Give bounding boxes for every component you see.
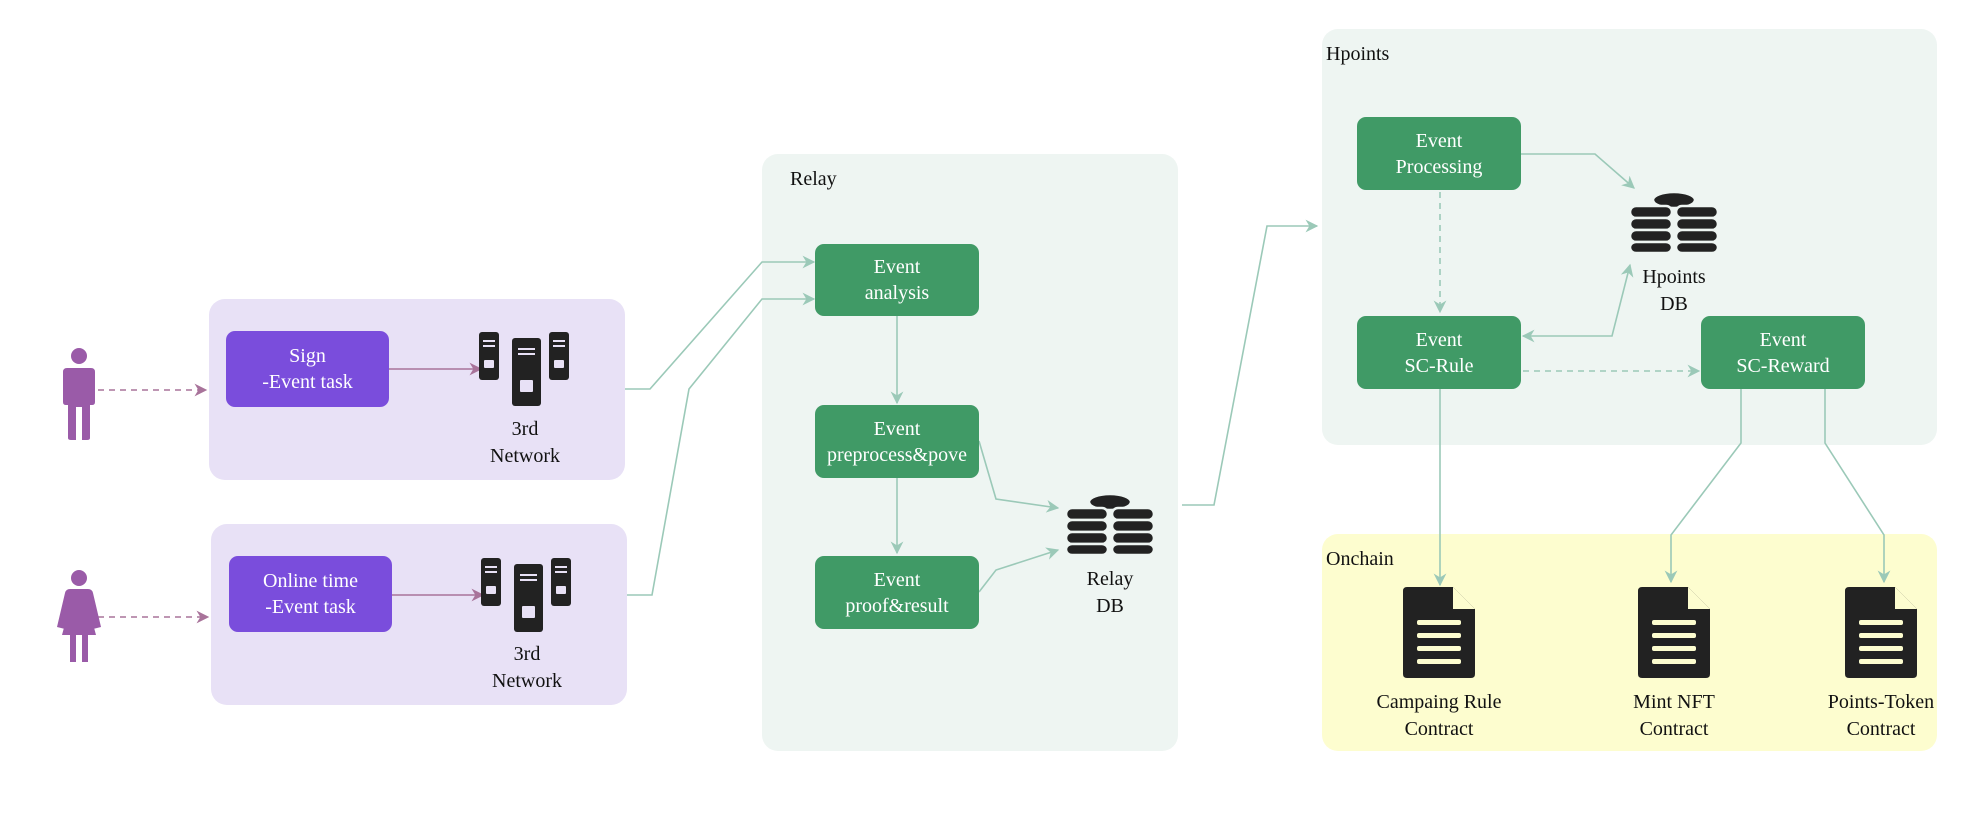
campaign-rule-contract-label: Campaing Rule Contract	[1376, 691, 1502, 740]
relay-group-label: Relay	[790, 168, 837, 190]
screward-to-pointstoken-arrow	[1824, 389, 1891, 584]
hpoints-group-label: Hpoints	[1326, 43, 1390, 65]
screward-to-mintnft-arrow	[1664, 389, 1742, 584]
relay-db-label: Relay DB	[1086, 568, 1134, 617]
document-icon	[1845, 587, 1917, 678]
server-rack-icon	[481, 558, 571, 632]
event-analysis-box[interactable]: Event analysis	[815, 244, 979, 316]
event-sc-rule-box[interactable]: Event SC-Rule	[1357, 316, 1521, 389]
points-token-contract-label: Points-Token Contract	[1827, 691, 1935, 740]
database-coins-icon	[1064, 492, 1156, 557]
proof-to-relaydb-arrow	[978, 547, 1060, 593]
male-person-icon	[63, 348, 95, 440]
online-time-event-task-box[interactable]: Online time -Event task	[229, 556, 392, 632]
document-icon	[1638, 587, 1710, 678]
database-coins-icon	[1628, 190, 1720, 255]
event-proof-result-box[interactable]: Event proof&result	[815, 556, 979, 629]
hpoints-db-label: Hpoints DB	[1642, 266, 1706, 315]
sign-event-task-box[interactable]: Sign -Event task	[226, 331, 389, 407]
server-rack-icon	[479, 332, 569, 406]
female-person-icon	[57, 570, 101, 662]
event-preprocess-box[interactable]: Event preprocess&pove	[815, 405, 979, 478]
network-label-top: 3rd Network	[490, 418, 560, 467]
processing-to-hpointsdb-arrow	[1521, 153, 1635, 189]
onchain-group-label: Onchain	[1326, 548, 1394, 570]
event-processing-box[interactable]: Event Processing	[1357, 117, 1521, 190]
network-label-bottom: 3rd Network	[492, 643, 562, 692]
scrule-hpointsdb-arrow	[1521, 263, 1634, 343]
network2-to-analysis-arrow	[627, 292, 816, 596]
relaydb-to-hpoints-arrow	[1182, 219, 1319, 506]
document-icon	[1403, 587, 1475, 678]
preprocess-to-relaydb-arrow	[978, 440, 1060, 513]
event-sc-reward-box[interactable]: Event SC-Reward	[1701, 316, 1865, 389]
mint-nft-contract-label: Mint NFT Contract	[1633, 691, 1715, 740]
network1-to-analysis-arrow	[625, 255, 816, 390]
